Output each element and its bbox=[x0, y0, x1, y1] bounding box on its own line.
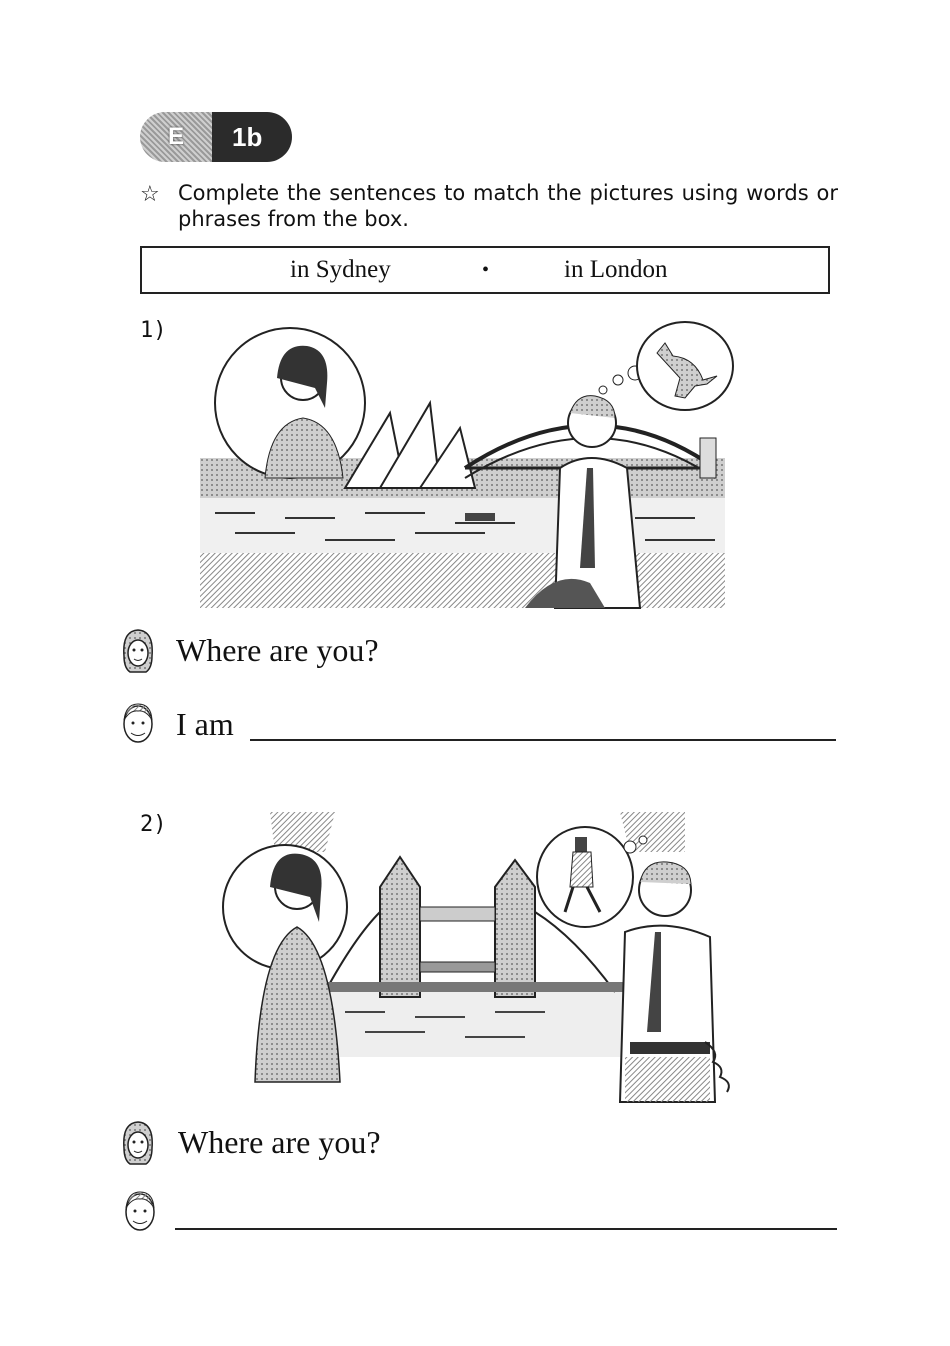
london-illustration bbox=[222, 812, 730, 1103]
woman-face-icon bbox=[123, 1121, 153, 1165]
exercise-badge: E 1b bbox=[140, 112, 292, 162]
answer-prefix-1: I am bbox=[176, 706, 234, 742]
word-option-sydney: in Sydney bbox=[290, 256, 391, 283]
exercise-number-2: 2) bbox=[140, 812, 167, 837]
word-box: in Sydney • in London bbox=[140, 246, 830, 294]
woman-face-icon bbox=[123, 629, 153, 673]
instructions: Complete the sentences to match the pict… bbox=[178, 181, 838, 231]
badge-letter: E bbox=[140, 112, 212, 162]
man-face-icon bbox=[123, 703, 153, 743]
question-1: Where are you? bbox=[176, 632, 379, 668]
sydney-illustration bbox=[200, 321, 734, 609]
answer-blank-2[interactable] bbox=[175, 1228, 837, 1230]
answer-blank-1[interactable] bbox=[250, 739, 836, 741]
exercise-number-1: 1) bbox=[140, 318, 167, 343]
word-separator: • bbox=[482, 258, 490, 281]
question-2: Where are you? bbox=[178, 1124, 381, 1160]
word-option-london: in London bbox=[564, 256, 668, 283]
man-face-icon bbox=[125, 1191, 155, 1231]
star-icon: ☆ bbox=[140, 182, 160, 207]
badge-code: 1b bbox=[212, 112, 292, 162]
